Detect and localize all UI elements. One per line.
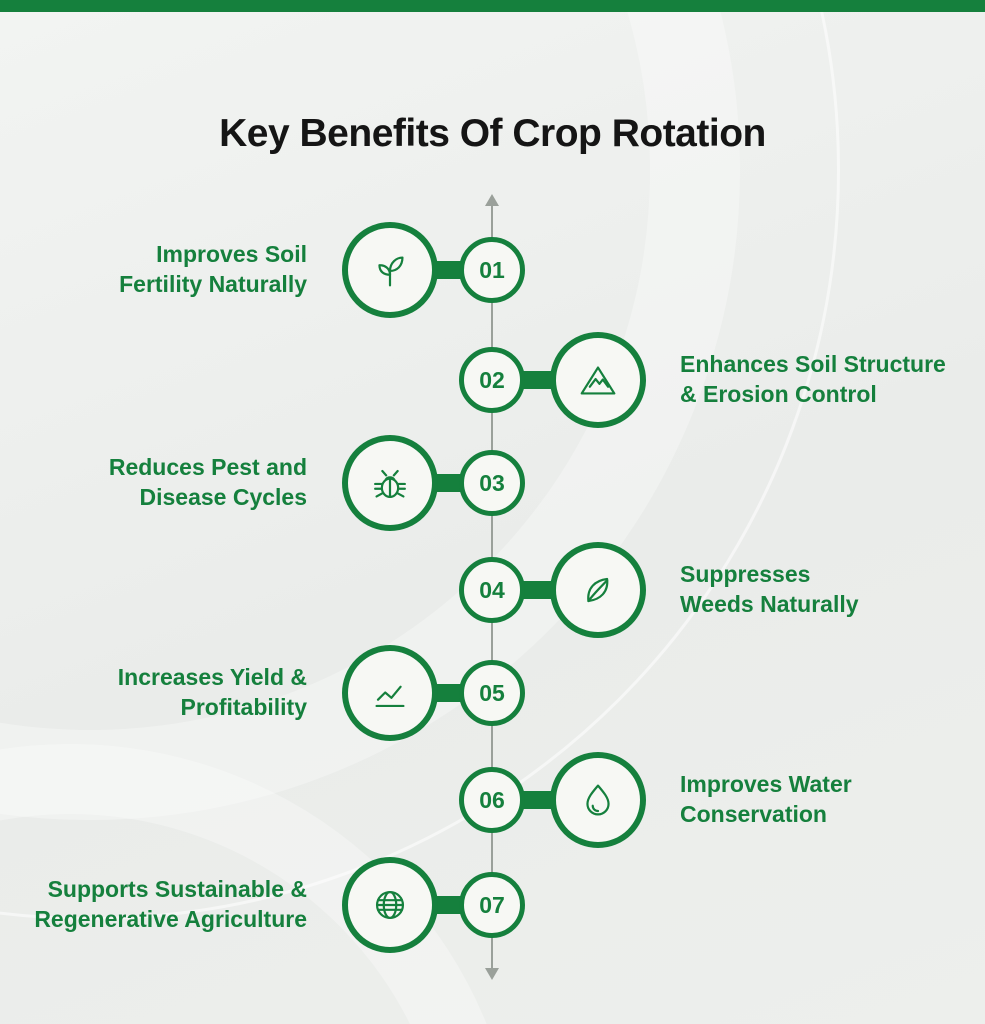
- timeline-arrow-down-icon: [485, 968, 499, 980]
- icon-circle: [342, 857, 438, 953]
- benefit-label: Supports Sustainable & Regenerative Agri…: [34, 876, 307, 932]
- step-number: 05: [459, 660, 525, 726]
- step-number: 02: [459, 347, 525, 413]
- timeline-item-4: 04 Suppresses Weeds Naturally: [0, 542, 985, 638]
- mountain-icon: [580, 366, 616, 395]
- timeline-item-6: 06 Improves Water Conservation: [0, 752, 985, 848]
- line-chart-icon: [375, 685, 405, 708]
- timeline-item-7: 07 Supports Sustainable & Regenerative A…: [0, 857, 985, 953]
- icon-circle: [550, 332, 646, 428]
- timeline-item-5: 05 Increases Yield & Profitability: [0, 645, 985, 741]
- timeline-item-3: 03 Reduces Pest and Disease Cycles: [0, 435, 985, 531]
- benefit-label: Improves Soil Fertility Naturally: [119, 241, 307, 297]
- icon-circle: [550, 542, 646, 638]
- sprout-icon: [378, 256, 404, 287]
- icon-circle: [342, 435, 438, 531]
- leaf-icon: [587, 577, 609, 603]
- page-title: Key Benefits Of Crop Rotation: [219, 112, 766, 156]
- step-number: 07: [459, 872, 525, 938]
- timeline-item-1: 01 Improves Soil Fertility Naturally: [0, 222, 985, 318]
- step-number: 06: [459, 767, 525, 833]
- icon-circle: [550, 752, 646, 848]
- benefit-label: Suppresses Weeds Naturally: [680, 561, 859, 617]
- timeline-arrow-up-icon: [485, 194, 499, 206]
- bug-icon: [374, 469, 406, 498]
- benefit-label: Improves Water Conservation: [680, 771, 852, 827]
- globe-icon: [375, 890, 405, 920]
- benefit-label: Increases Yield & Profitability: [117, 664, 307, 720]
- top-accent-bar: [0, 0, 985, 12]
- benefit-label: Reduces Pest and Disease Cycles: [108, 454, 307, 510]
- icon-circle: [342, 222, 438, 318]
- benefit-label: Enhances Soil Structure & Erosion Contro…: [680, 351, 946, 407]
- step-number: 04: [459, 557, 525, 623]
- timeline-item-2: 02 Enhances Soil Structure & Erosion Con…: [0, 332, 985, 428]
- water-drop-icon: [586, 784, 610, 816]
- icon-circle: [342, 645, 438, 741]
- step-number: 01: [459, 237, 525, 303]
- step-number: 03: [459, 450, 525, 516]
